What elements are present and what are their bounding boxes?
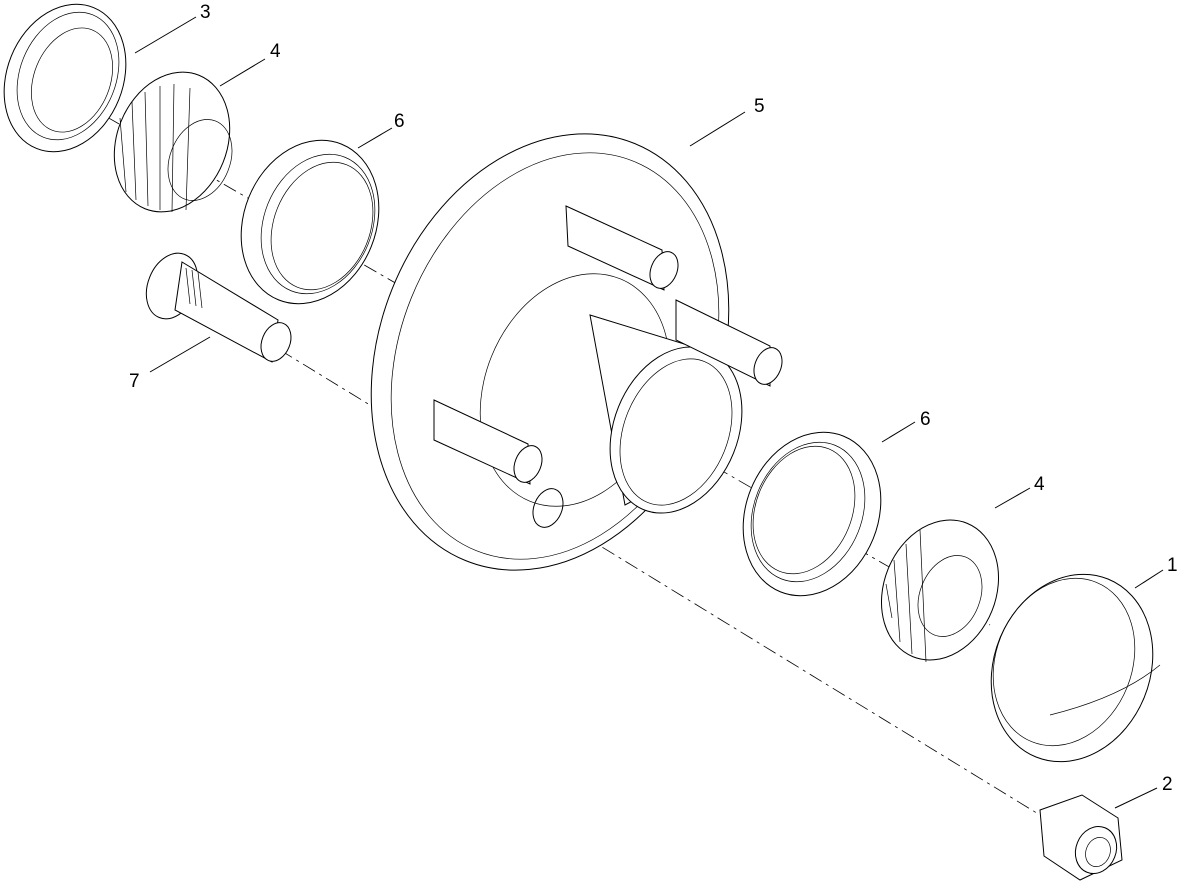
leader-6-lower	[881, 421, 916, 443]
callout-6-lower: 6	[920, 409, 931, 430]
leader-2	[1114, 787, 1158, 809]
callout-7: 7	[129, 371, 140, 392]
leader-3	[134, 16, 197, 54]
dust-cap	[990, 573, 1161, 763]
inner-bearing-cup	[240, 139, 380, 305]
leader-4-upper	[219, 58, 266, 87]
outer-bearing-cone	[880, 519, 1000, 663]
wheel-hub	[370, 133, 783, 571]
leader-7	[149, 336, 211, 373]
grease-seal	[3, 3, 127, 153]
callout-3: 3	[200, 2, 211, 23]
leader-5	[689, 111, 746, 147]
callout-5: 5	[754, 96, 765, 117]
callout-2: 2	[1162, 774, 1173, 795]
wheel-stud-loose	[145, 252, 292, 363]
callout-4-lower: 4	[1034, 474, 1045, 495]
leader-4-lower	[994, 487, 1031, 509]
outer-bearing-cup	[742, 431, 882, 597]
callout-6-upper: 6	[394, 111, 405, 132]
leader-lines	[134, 16, 1164, 809]
callout-4-upper: 4	[270, 41, 281, 62]
callout-labels: 3 4 6 5 7 6 4 1 2	[129, 2, 1178, 795]
callout-1: 1	[1167, 555, 1178, 576]
leader-1	[1134, 569, 1164, 589]
leader-6-upper	[357, 127, 393, 149]
lock-nut	[1039, 794, 1123, 881]
inner-bearing-cone	[113, 71, 233, 213]
